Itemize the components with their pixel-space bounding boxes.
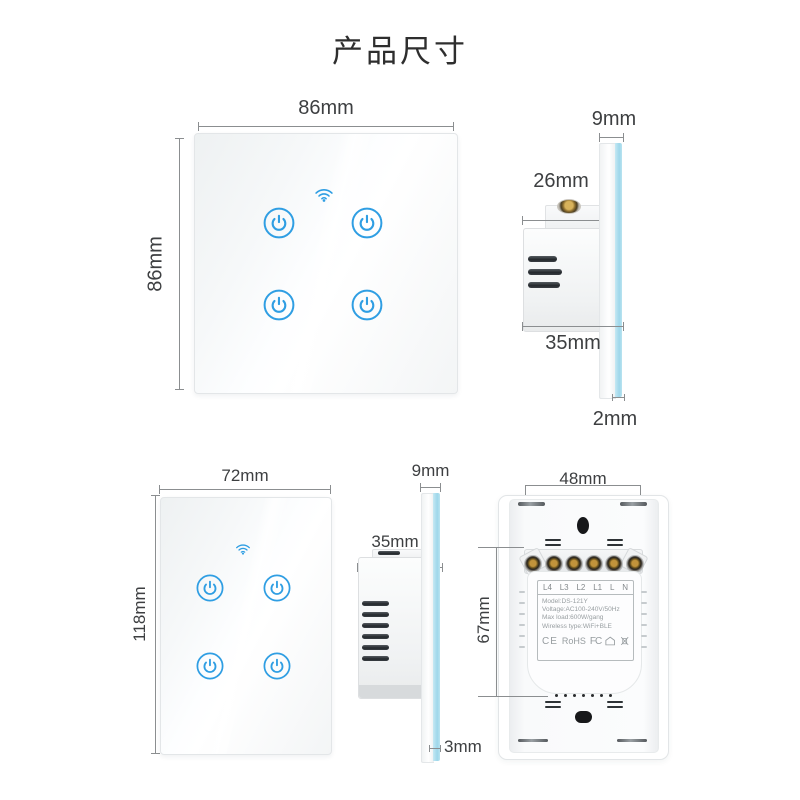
mount-screw-icon [557,199,581,214]
eu-front-height-label: 86mm [144,236,167,292]
us-front-width-label: 72mm [221,466,269,485]
vent-slot [362,623,389,628]
eu-side-box-depth-dim-line [522,216,601,225]
us-side-glass-edge [433,493,440,761]
us-back-height-dim-line [478,547,548,697]
terminal-label: L1 [593,583,603,592]
eu-side-glass-thickness-dim-line [612,394,625,401]
vent-slot [362,634,389,639]
power-button-icon [351,207,383,239]
eu-side-depth-dim-line [599,133,624,142]
us-side-box-base [359,685,422,698]
us-front-height-label: 118mm [130,586,149,642]
eu-side-back-box [523,228,602,332]
mount-hole [577,517,589,534]
vent-slot [362,656,389,661]
spec-voltage: Voltage:AC100-240V/50Hz [542,606,620,614]
vent-slot [528,269,562,275]
rib-marks [607,539,623,549]
indoor-use-icon [605,636,615,646]
eu-front-height-dim-line [175,138,184,390]
spec-maxload: Max load:600W/gang [542,614,604,622]
wifi-icon [235,541,251,555]
us-front-width-dim-line [159,485,331,494]
fcc-mark: FC [589,635,602,647]
terminal-label: L [609,583,615,592]
spec-model: Model:DS-121Y [542,598,588,605]
power-button-icon [263,289,295,321]
eu-side-box-height-dim-line [522,322,624,331]
us-back-module: L4 L3 L2 L1 L N Model:DS-121Y Voltage:AC… [527,571,642,694]
eu-front-panel [194,133,458,394]
vent-slot [528,282,560,288]
eu-side-box-depth-label: 26mm [533,170,589,192]
mount-slot [620,502,647,506]
spec-wireless: Wireless type:WiFi+BLE [542,622,612,630]
mount-slot [378,551,400,555]
terminal-label: L2 [576,583,586,592]
power-button-icon [263,207,295,239]
rib-marks [545,701,561,711]
power-button-icon [351,289,383,321]
certification-row: CE RoHS FC [538,631,633,647]
spring-clips [641,591,647,657]
eu-side-glass-thickness-label: 2mm [592,408,638,430]
power-button-icon [263,574,291,602]
eu-side-depth-label: 9mm [591,108,637,130]
us-front-height-dim-line [151,495,160,754]
eu-front-width-dim-line [198,122,454,131]
eu-front-width-label: 86mm [298,97,354,119]
page-title: 产品尺寸 [332,34,468,69]
us-back-height-label: 67mm [474,596,493,644]
mount-slot [518,739,548,742]
weee-bin-icon [620,636,629,646]
power-button-icon [263,652,291,680]
terminal-label: L4 [543,583,552,592]
pin-dots [555,694,612,697]
us-side-glass-thickness-dim-line [429,745,441,752]
us-back-width-label: 48mm [559,469,607,488]
ce-mark: CE [542,635,558,647]
us-side-back-box [358,557,423,699]
us-back-width-dim-line [525,485,641,569]
spec-lines: Model:DS-121Y Voltage:AC100-240V/50Hz Ma… [538,595,633,631]
us-side-panel-body [421,493,434,763]
rib-marks [607,701,623,711]
us-side-depth-label: 9mm [411,461,450,480]
rib-marks [545,539,561,549]
power-button-icon [196,652,224,680]
vent-slot [362,601,389,606]
vent-slot [362,612,389,617]
terminal-label: N [622,583,628,592]
us-side-depth-dim-line [420,483,441,492]
vent-slot [528,256,557,262]
mount-slot [617,739,647,742]
eu-side-box-height-label: 35mm [545,332,601,354]
mount-slot [518,502,545,506]
eu-side-glass-edge [615,143,622,397]
rohs-mark: RoHS [561,636,586,647]
spring-clips [519,591,525,657]
terminal-labels: L4 L3 L2 L1 L N [538,581,633,595]
us-side-box-height-label: 35mm [371,532,419,551]
spec-label: L4 L3 L2 L1 L N Model:DS-121Y Voltage:AC… [537,580,634,661]
us-front-panel [160,497,332,755]
vent-slot [362,645,389,650]
terminal-label: L3 [559,583,569,592]
us-side-glass-thickness-label: 3mm [444,737,482,756]
mount-hole [575,711,592,723]
eu-side-panel-body [599,143,616,399]
power-button-icon [196,574,224,602]
wifi-icon [314,185,334,202]
